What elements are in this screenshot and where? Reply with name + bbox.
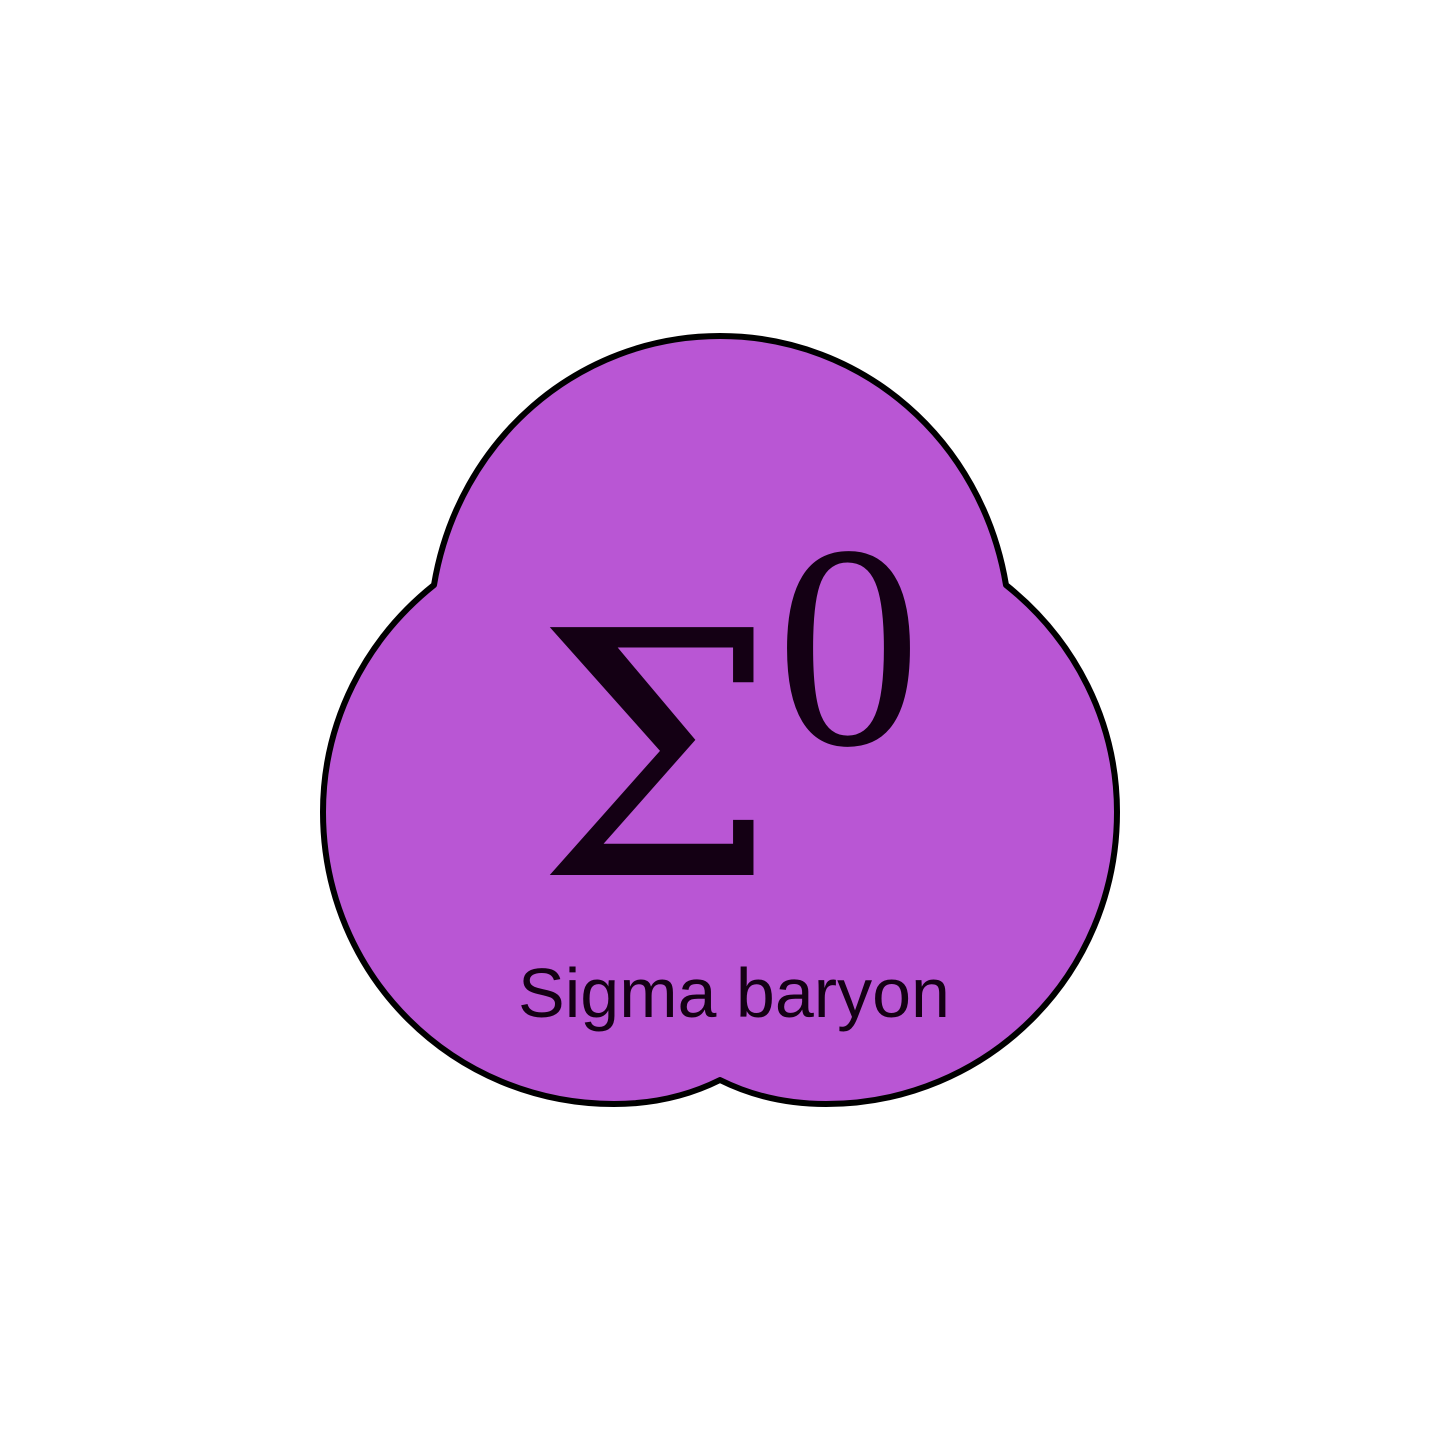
particle-name-label: Sigma baryon	[518, 954, 950, 1032]
baryon-blob	[320, 333, 1120, 1107]
particle-symbol: Σ	[536, 560, 776, 956]
particle-charge-superscript: 0	[776, 486, 921, 807]
